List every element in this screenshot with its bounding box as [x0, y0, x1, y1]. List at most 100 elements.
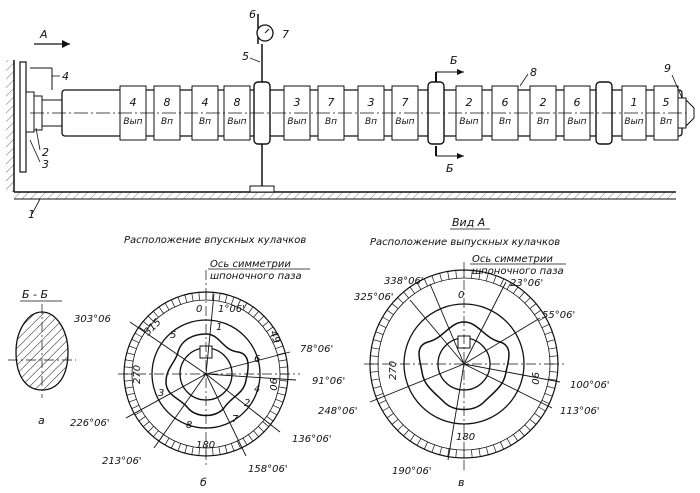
scale-tick — [506, 282, 512, 290]
ref-number: 1 — [28, 208, 35, 221]
angle-label: 213°06' — [102, 456, 142, 467]
scale-label: 180 — [196, 440, 215, 451]
scale-tick — [524, 424, 531, 431]
scale-tick — [546, 339, 555, 343]
cam-number: 4 — [130, 96, 137, 109]
scale-tick — [382, 406, 390, 412]
intake-cam-diagram: Ось симметрии шпоночного паза 0 49 90 18… — [70, 259, 345, 489]
section-title: Б - Б — [22, 288, 48, 301]
section-bb: Б - Б а — [8, 288, 76, 427]
scale-tick — [519, 429, 525, 437]
cam-type: Вып — [227, 117, 246, 127]
scale-tick — [184, 294, 188, 303]
scale-tick — [500, 441, 505, 450]
scale-label: 90 — [267, 378, 278, 391]
scale-tick — [269, 332, 278, 338]
cam-number: 7 — [328, 96, 335, 109]
scale-tick — [253, 310, 259, 318]
ref-number: 5 — [242, 50, 249, 63]
cam-number: 6 — [574, 96, 581, 109]
scale-tick — [177, 296, 182, 305]
scale-tick — [485, 446, 489, 455]
scale-tick — [538, 406, 546, 412]
cam-type: Вып — [624, 117, 643, 127]
scale-tick — [391, 303, 399, 309]
scale-tick — [275, 398, 284, 403]
section-letter: а — [38, 414, 45, 427]
scale-tick — [455, 270, 457, 279]
cam-number: 2 — [540, 96, 547, 109]
scale-tick — [549, 371, 558, 373]
scale-tick — [370, 371, 379, 373]
scale-tick — [128, 345, 137, 350]
scale-tick — [131, 404, 140, 409]
cam-number: 8 — [186, 420, 192, 431]
cam-number: 4 — [202, 96, 209, 109]
cam-type: Вп — [325, 117, 337, 127]
scale-tick — [236, 299, 241, 308]
angle-label: 1°06' — [218, 304, 245, 315]
scale-tick — [544, 331, 553, 335]
scale-tick — [378, 400, 387, 405]
scale-tick — [538, 316, 546, 322]
ref-number: 9 — [664, 62, 671, 75]
section-marks: Б Б — [435, 54, 464, 175]
cam-type: Вып — [287, 117, 306, 127]
degree-scale — [124, 292, 288, 456]
ref-number: 4 — [62, 70, 69, 83]
ref-number: 6 — [249, 8, 256, 21]
scale-tick — [218, 293, 221, 302]
cam-type: Вп — [660, 117, 672, 127]
cam-type: Вп — [161, 117, 173, 127]
scale-tick — [198, 292, 200, 301]
scale-tick — [391, 419, 399, 425]
scale-tick — [138, 416, 146, 422]
scale-tick — [230, 296, 235, 305]
cam-numbers: 4 8 4 8 3 7 3 7 2 6 2 6 1 5 — [130, 96, 670, 109]
diagram-letter: в — [458, 476, 464, 489]
angle-label: 136°06' — [292, 434, 332, 445]
cam-number: 5 — [170, 330, 176, 341]
scale-tick — [447, 271, 450, 280]
scale-tick — [403, 291, 409, 299]
scale-tick — [493, 444, 497, 453]
view-arrow-a: А — [34, 28, 70, 48]
axis-label-line2: шпоночного паза — [210, 271, 302, 282]
scale-tick — [439, 273, 443, 282]
scale-tick — [266, 416, 274, 422]
cam-type: Вып — [567, 117, 586, 127]
cam-number: 2 — [466, 96, 473, 109]
cam-number: 8 — [164, 96, 171, 109]
exhaust-title: Расположение выпускных кулачков — [370, 237, 560, 248]
view-arrow-label: А — [39, 28, 48, 41]
scale-tick — [513, 434, 519, 442]
scale-tick — [212, 447, 214, 456]
ref-number: 3 — [42, 158, 49, 171]
scale-tick — [506, 438, 512, 446]
angle-label: 23°06' — [510, 278, 543, 289]
scale-tick — [248, 306, 254, 314]
cam-type: Вп — [365, 117, 377, 127]
degree-scale — [370, 270, 558, 458]
dial-indicator-stand — [249, 14, 275, 193]
scale-tick — [534, 413, 542, 419]
scale-label: 270 — [388, 361, 399, 380]
scale-tick — [147, 426, 154, 433]
scale-tick — [278, 359, 287, 362]
view-title: Вид А — [452, 216, 485, 229]
scale-tick — [236, 440, 241, 449]
scale-tick — [242, 437, 248, 446]
cam-type: Вып — [395, 117, 414, 127]
scale-tick — [371, 378, 380, 381]
scale-label: 90 — [529, 372, 540, 385]
scale-tick — [258, 426, 265, 433]
scale-tick — [447, 448, 450, 457]
scale-tick — [370, 355, 379, 357]
scale-tick — [485, 273, 489, 282]
scale-label: 0 — [196, 304, 202, 315]
exhaust-scale-labels: 0 90 180 270 — [388, 290, 540, 443]
scale-tick — [134, 410, 143, 416]
scale-tick — [524, 297, 531, 304]
scale-tick — [224, 445, 228, 454]
cam-number: 3 — [294, 96, 301, 109]
